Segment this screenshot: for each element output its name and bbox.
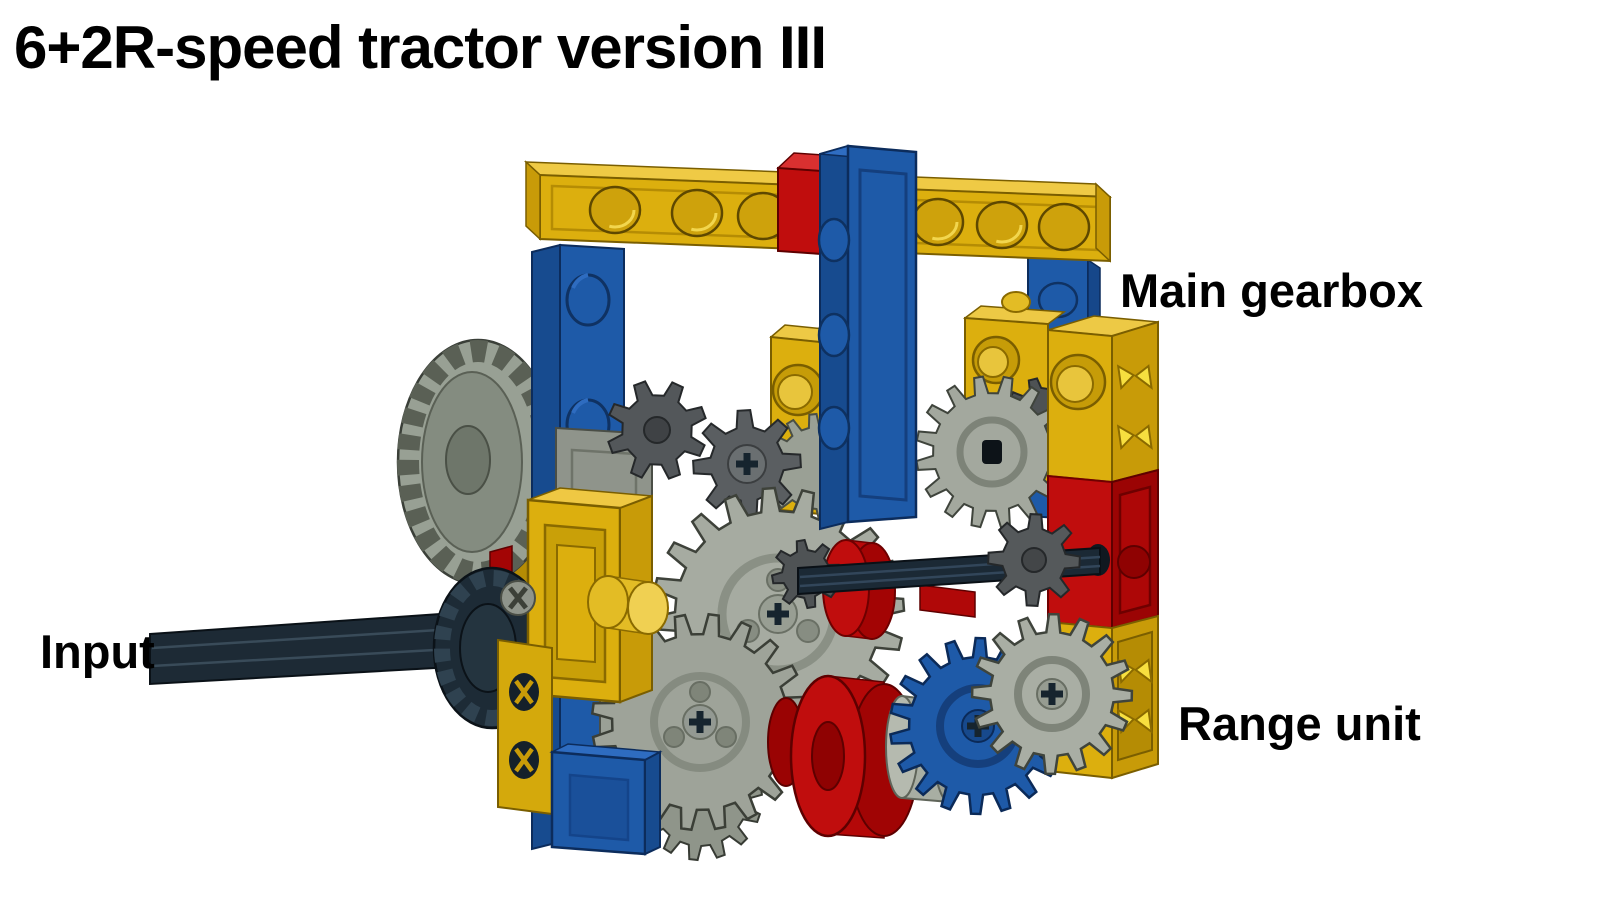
label-range-unit: Range unit	[1178, 697, 1421, 750]
top-beam	[524, 160, 1112, 263]
red-sliver-right	[919, 584, 976, 618]
beam-stud	[817, 312, 851, 358]
center-vertical-beam	[817, 144, 918, 531]
input-axle	[149, 610, 471, 686]
blue-bottom-brick	[549, 743, 663, 856]
axle-hole-side	[509, 673, 539, 711]
red-pin	[1117, 545, 1151, 579]
stud	[587, 575, 669, 635]
beam-stud	[817, 217, 851, 263]
beam-holes	[588, 185, 1091, 252]
page-title: 6+2R-speed tractor version III	[14, 14, 826, 81]
label-main-gearbox: Main gearbox	[1120, 264, 1423, 317]
crown-gear	[396, 338, 560, 586]
beam-stud	[817, 405, 851, 451]
axle-hole-side	[509, 741, 539, 779]
gear-16t-right	[970, 612, 1134, 776]
yellow-axle-column	[497, 638, 553, 816]
axle-hole	[982, 440, 1002, 464]
pinion-gear-output	[987, 513, 1081, 607]
beam-stud	[565, 273, 611, 327]
label-input: Input	[40, 625, 155, 678]
axle-cross-end	[500, 580, 536, 616]
yellow-technic-brick-right-top	[1047, 315, 1159, 484]
stud	[1001, 291, 1031, 313]
